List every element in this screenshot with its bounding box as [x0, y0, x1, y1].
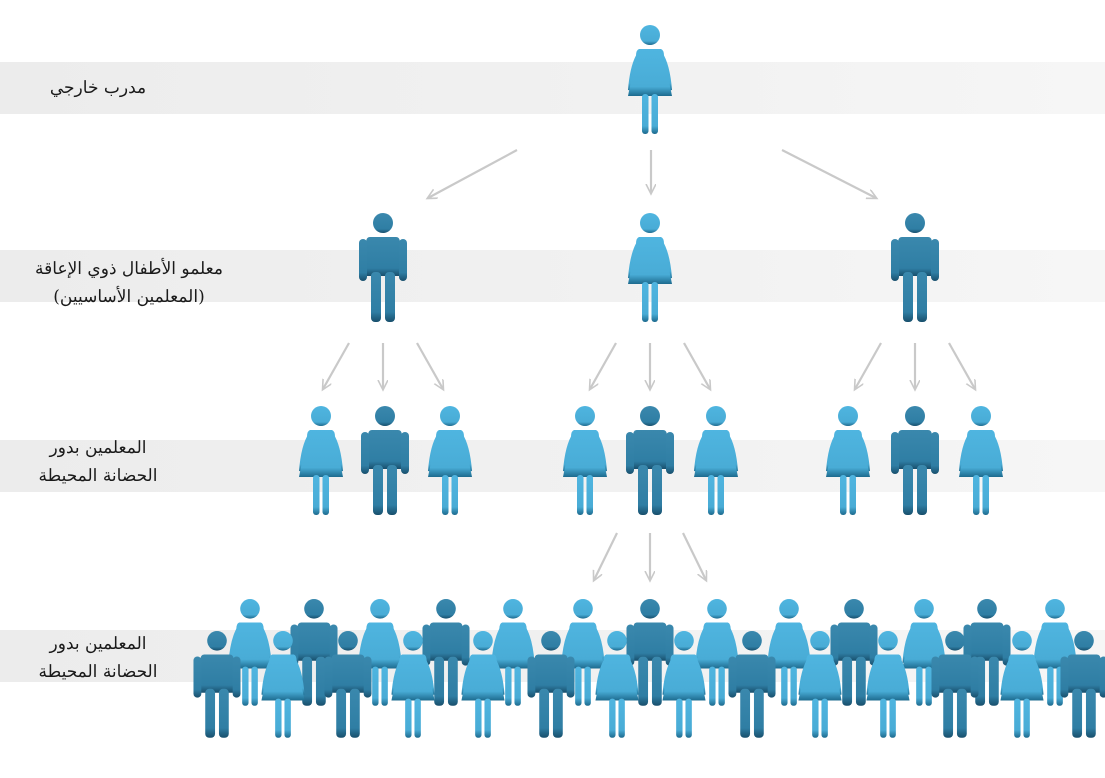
male-person-icon — [626, 598, 674, 706]
level-band-1 — [0, 62, 1105, 114]
male-person-icon — [290, 598, 338, 706]
female-person-icon — [959, 406, 1003, 515]
female-person-icon — [595, 630, 639, 738]
level-label-core-teachers: معلمو الأطفال ذوي الإعاقة (المعلمين الأس… — [4, 255, 254, 311]
female-person-icon — [1000, 630, 1044, 738]
female-person-icon — [767, 598, 811, 706]
level-label-line: المعلمين بدور — [49, 634, 147, 654]
female-person-icon — [491, 598, 535, 706]
male-person-icon — [626, 406, 674, 515]
arrow-icon — [682, 532, 706, 580]
level-label-line: الحضانة المحيطة — [38, 466, 158, 486]
female-person-icon — [461, 630, 505, 738]
male-person-icon — [1060, 630, 1105, 738]
male-person-icon — [830, 598, 878, 706]
level-label-line: المعلمين بدور — [49, 438, 147, 458]
female-person-icon — [261, 630, 305, 738]
female-person-icon — [798, 630, 842, 738]
arrow-icon — [594, 532, 618, 580]
female-person-icon — [299, 406, 343, 515]
level-label-nursery-teachers-wide: المعلمين بدور الحضانة المحيطة — [18, 630, 178, 686]
male-person-icon — [891, 213, 939, 322]
level-label-line: (المعلمين الأساسيين) — [53, 287, 205, 307]
male-person-icon — [728, 630, 776, 738]
arrow-icon — [428, 149, 518, 198]
female-person-icon — [563, 406, 607, 515]
male-person-icon — [891, 406, 939, 515]
female-person-icon — [694, 406, 738, 515]
arrow-icon — [855, 342, 882, 389]
arrow-icon — [416, 342, 443, 389]
male-person-icon — [361, 406, 409, 515]
male-person-icon — [193, 630, 241, 738]
female-person-icon — [228, 598, 272, 706]
female-person-icon — [428, 406, 472, 515]
level-label-line: الحضانة المحيطة — [38, 662, 158, 682]
female-person-icon — [866, 630, 910, 738]
female-person-icon — [628, 213, 672, 322]
level-label-line: معلمو الأطفال ذوي الإعاقة — [35, 259, 223, 279]
male-person-icon — [527, 630, 575, 738]
arrow-icon — [683, 342, 710, 389]
level-label-nursery-teachers: المعلمين بدور الحضانة المحيطة — [18, 434, 178, 490]
male-person-icon — [931, 630, 979, 738]
level-label-line: مدرب خارجي — [49, 78, 147, 98]
female-person-icon — [662, 630, 706, 738]
arrow-icon — [781, 149, 876, 198]
female-person-icon — [695, 598, 739, 706]
arrow-icon — [590, 342, 617, 389]
female-person-icon — [826, 406, 870, 515]
male-person-icon — [324, 630, 372, 738]
female-person-icon — [391, 630, 435, 738]
male-person-icon — [359, 213, 407, 322]
female-person-icon — [628, 25, 672, 134]
arrow-icon — [323, 342, 350, 389]
level-label-external-trainer: مدرب خارجي — [18, 74, 178, 102]
arrow-icon — [948, 342, 975, 389]
